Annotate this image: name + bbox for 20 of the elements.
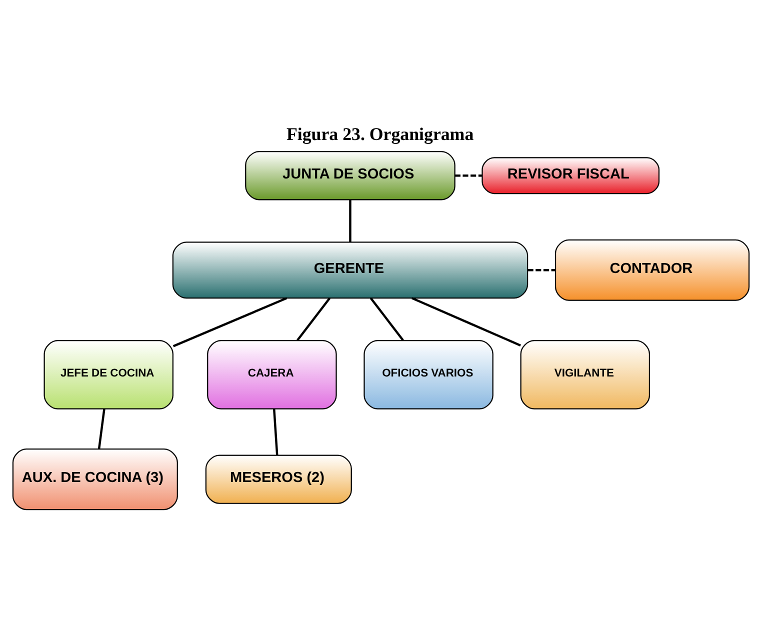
node-box: OFICIOS VARIOS — [364, 340, 494, 409]
node-box: JEFE DE COCINA — [44, 340, 174, 409]
connector — [273, 408, 278, 455]
node-box: AUX. DE COCINA (3) — [12, 448, 178, 510]
connector — [349, 200, 352, 242]
connector — [412, 296, 521, 346]
node-box: CAJERA — [207, 340, 337, 409]
connector — [172, 296, 288, 347]
node-box: JUNTA DE SOCIOS — [245, 150, 456, 200]
connector — [370, 296, 404, 340]
diagram-title: Figura 23. Organigrama — [286, 124, 474, 144]
connector — [528, 268, 556, 271]
connector — [454, 174, 482, 176]
connector — [296, 296, 331, 340]
connector — [98, 408, 106, 449]
node-box: REVISOR FISCAL — [482, 156, 660, 194]
node-box: CONTADOR — [554, 238, 750, 300]
node-box: VIGILANTE — [520, 340, 650, 409]
node-box: MESEROS (2) — [205, 454, 352, 504]
node-box: GERENTE — [172, 241, 528, 298]
